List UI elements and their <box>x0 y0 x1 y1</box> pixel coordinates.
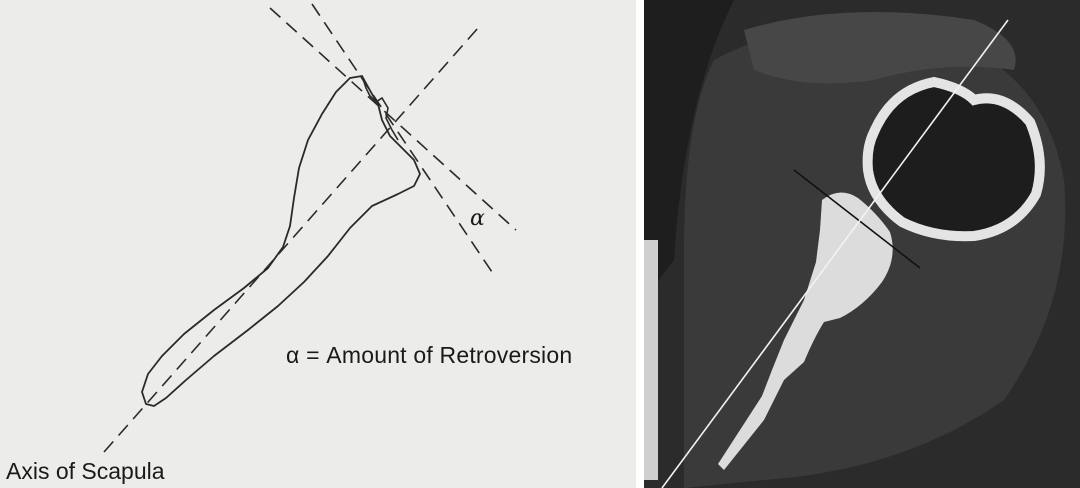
alpha-angle-symbol: α <box>470 206 485 231</box>
diagram-panel: α α = Amount of Retroversion Axis of Sca… <box>0 0 636 488</box>
ct-scan-panel <box>644 0 1080 488</box>
left-bright-strip <box>644 240 658 480</box>
ct-scan-image <box>644 0 1080 488</box>
retroversion-label: α = Amount of Retroversion <box>286 342 572 369</box>
humeral-head-rim <box>868 82 1040 236</box>
axis-of-scapula-label: Axis of Scapula <box>6 458 165 485</box>
scapular-axis-line <box>104 28 478 452</box>
scapula-diagram <box>0 0 636 488</box>
glenoid-line <box>312 4 496 278</box>
